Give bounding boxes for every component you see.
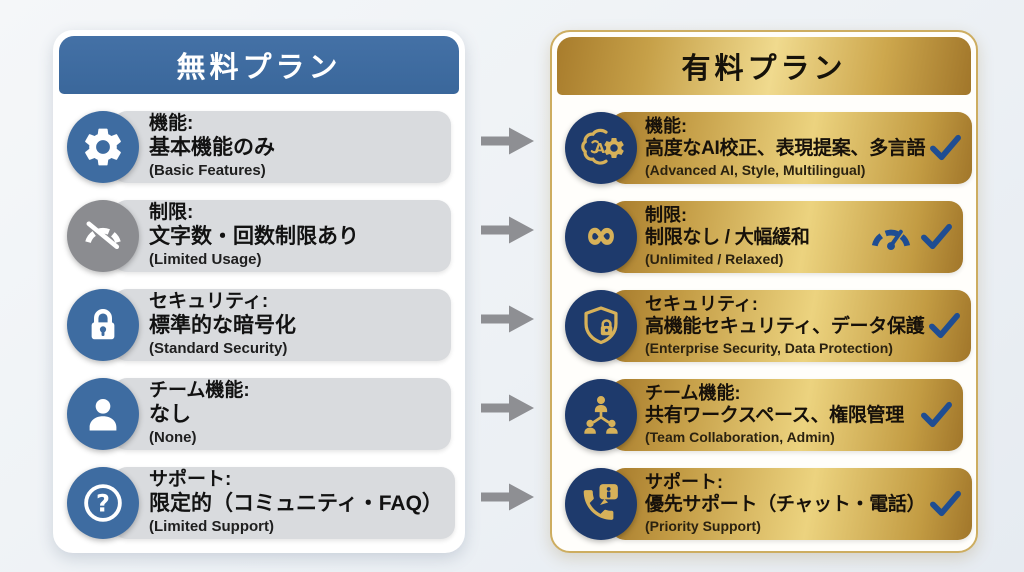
feature-value: 共有ワークスペース、権限管理: [645, 405, 904, 427]
feature-row: ? サポート: 限定的（コミュニティ・FAQ） (Limited Support…: [67, 463, 455, 542]
svg-text:?: ?: [96, 489, 110, 517]
person-icon: [67, 377, 139, 450]
gauge-icon: [868, 220, 914, 254]
svg-text:∞: ∞: [585, 212, 616, 256]
feature-label: 制限:: [149, 201, 194, 223]
team-icon: [565, 378, 637, 451]
check-icon: [920, 400, 953, 429]
feature-label: セキュリティ:: [149, 290, 269, 312]
feature-row: AI 機能: 高度なAI校正、表現提案、多言語 (Advanced AI, St…: [565, 108, 973, 187]
feature-row: サポート: 優先サポート（チャット・電話） (Priority Support): [565, 464, 973, 543]
feature-row: 機能: 基本機能のみ (Basic Features): [67, 107, 451, 186]
feature-note: (Standard Security): [149, 339, 288, 357]
feature-note: (Priority Support): [645, 518, 761, 535]
lock-icon: [67, 288, 139, 361]
feature-pill: チーム機能: なし (None): [113, 377, 451, 450]
feature-note: (Advanced AI, Style, Multilingual): [645, 162, 866, 179]
free-plan-header: 無料プラン: [59, 36, 459, 94]
feature-row: 制限: 文字数・回数制限あり (Limited Usage): [67, 196, 451, 275]
feature-note: (Basic Features): [149, 161, 266, 179]
feature-row: ∞ 制限: 制限なし / 大幅緩和 (Unlimited / Relaxed): [565, 197, 963, 276]
check-icon: [929, 133, 962, 162]
shield-lock-icon: [565, 289, 637, 362]
paid-plan-feature-list: AI 機能: 高度なAI校正、表現提案、多言語 (Advanced AI, St…: [557, 95, 973, 543]
feature-label: サポート:: [149, 468, 232, 490]
feature-label: チーム機能:: [149, 379, 250, 401]
ai-brain-icon: AI: [565, 111, 637, 184]
free-plan-title: 無料プラン: [176, 52, 342, 84]
feature-note: (Unlimited / Relaxed): [645, 251, 784, 268]
feature-label: サポート:: [645, 471, 723, 492]
feature-pill: セキュリティ: 高機能セキュリティ、データ保護 (Enterprise Secu…: [611, 289, 972, 362]
feature-value: 制限なし / 大幅緩和: [645, 227, 810, 249]
feature-value: 文字数・回数制限あり: [149, 225, 359, 249]
feature-row: セキュリティ: 高機能セキュリティ、データ保護 (Enterprise Secu…: [565, 286, 972, 365]
check-icon: [920, 222, 953, 251]
arrow-right-icon: [467, 190, 549, 269]
phone-support-icon: [565, 467, 637, 540]
feature-value: 限定的（コミュニティ・FAQ）: [149, 492, 443, 516]
feature-pill: 制限: 文字数・回数制限あり (Limited Usage): [113, 199, 451, 272]
arrow-right-icon: [467, 457, 549, 536]
feature-value: 高機能セキュリティ、データ保護: [645, 316, 925, 338]
check-icon: [928, 311, 961, 340]
gauge-limited-icon: [67, 199, 139, 272]
free-plan-card: 無料プラン 機能: 基本機能のみ (Basic Features) 制限: 文字…: [53, 30, 465, 553]
feature-value: 標準的な暗号化: [149, 314, 296, 338]
feature-note: (Limited Usage): [149, 250, 262, 268]
free-plan-feature-list: 機能: 基本機能のみ (Basic Features) 制限: 文字数・回数制限…: [59, 94, 459, 542]
arrows-column: [467, 101, 549, 536]
feature-label: チーム機能:: [645, 382, 741, 403]
feature-pill: 制限: 制限なし / 大幅緩和 (Unlimited / Relaxed): [611, 200, 963, 273]
question-icon: ?: [67, 466, 139, 539]
feature-row: チーム機能: 共有ワークスペース、権限管理 (Team Collaboratio…: [565, 375, 963, 454]
arrow-right-icon: [467, 368, 549, 447]
feature-row: セキュリティ: 標準的な暗号化 (Standard Security): [67, 285, 451, 364]
arrow-right-icon: [467, 101, 549, 180]
feature-note: (Enterprise Security, Data Protection): [645, 340, 893, 357]
feature-value: 優先サポート（チャット・電話）: [645, 494, 926, 516]
feature-pill: サポート: 限定的（コミュニティ・FAQ） (Limited Support): [113, 466, 455, 539]
feature-label: セキュリティ:: [645, 293, 758, 314]
feature-pill: セキュリティ: 標準的な暗号化 (Standard Security): [113, 288, 451, 361]
feature-row: チーム機能: なし (None): [67, 374, 451, 453]
feature-note: (Limited Support): [149, 517, 274, 535]
feature-pill: チーム機能: 共有ワークスペース、権限管理 (Team Collaboratio…: [611, 378, 963, 451]
paid-plan-header: 有料プラン: [557, 37, 971, 95]
feature-label: 機能:: [149, 112, 194, 134]
feature-pill: 機能: 基本機能のみ (Basic Features): [113, 110, 451, 183]
feature-pill: サポート: 優先サポート（チャット・電話） (Priority Support): [611, 467, 973, 540]
paid-plan-card: 有料プラン AI 機能: 高度なAI校正、表現提案、多言語 (Advanced …: [550, 30, 978, 553]
paid-plan-title: 有料プラン: [681, 53, 847, 85]
gear-icon: [67, 110, 139, 183]
feature-note: (None): [149, 428, 197, 446]
feature-value: 高度なAI校正、表現提案、多言語: [645, 138, 926, 160]
infinity-icon: ∞: [565, 200, 637, 273]
feature-pill: 機能: 高度なAI校正、表現提案、多言語 (Advanced AI, Style…: [611, 111, 973, 184]
check-icon: [929, 489, 962, 518]
feature-value: なし: [149, 403, 191, 427]
feature-note: (Team Collaboration, Admin): [645, 429, 835, 446]
arrow-right-icon: [467, 279, 549, 358]
feature-label: 制限:: [645, 204, 687, 225]
feature-label: 機能:: [645, 115, 687, 136]
feature-value: 基本機能のみ: [149, 136, 275, 160]
